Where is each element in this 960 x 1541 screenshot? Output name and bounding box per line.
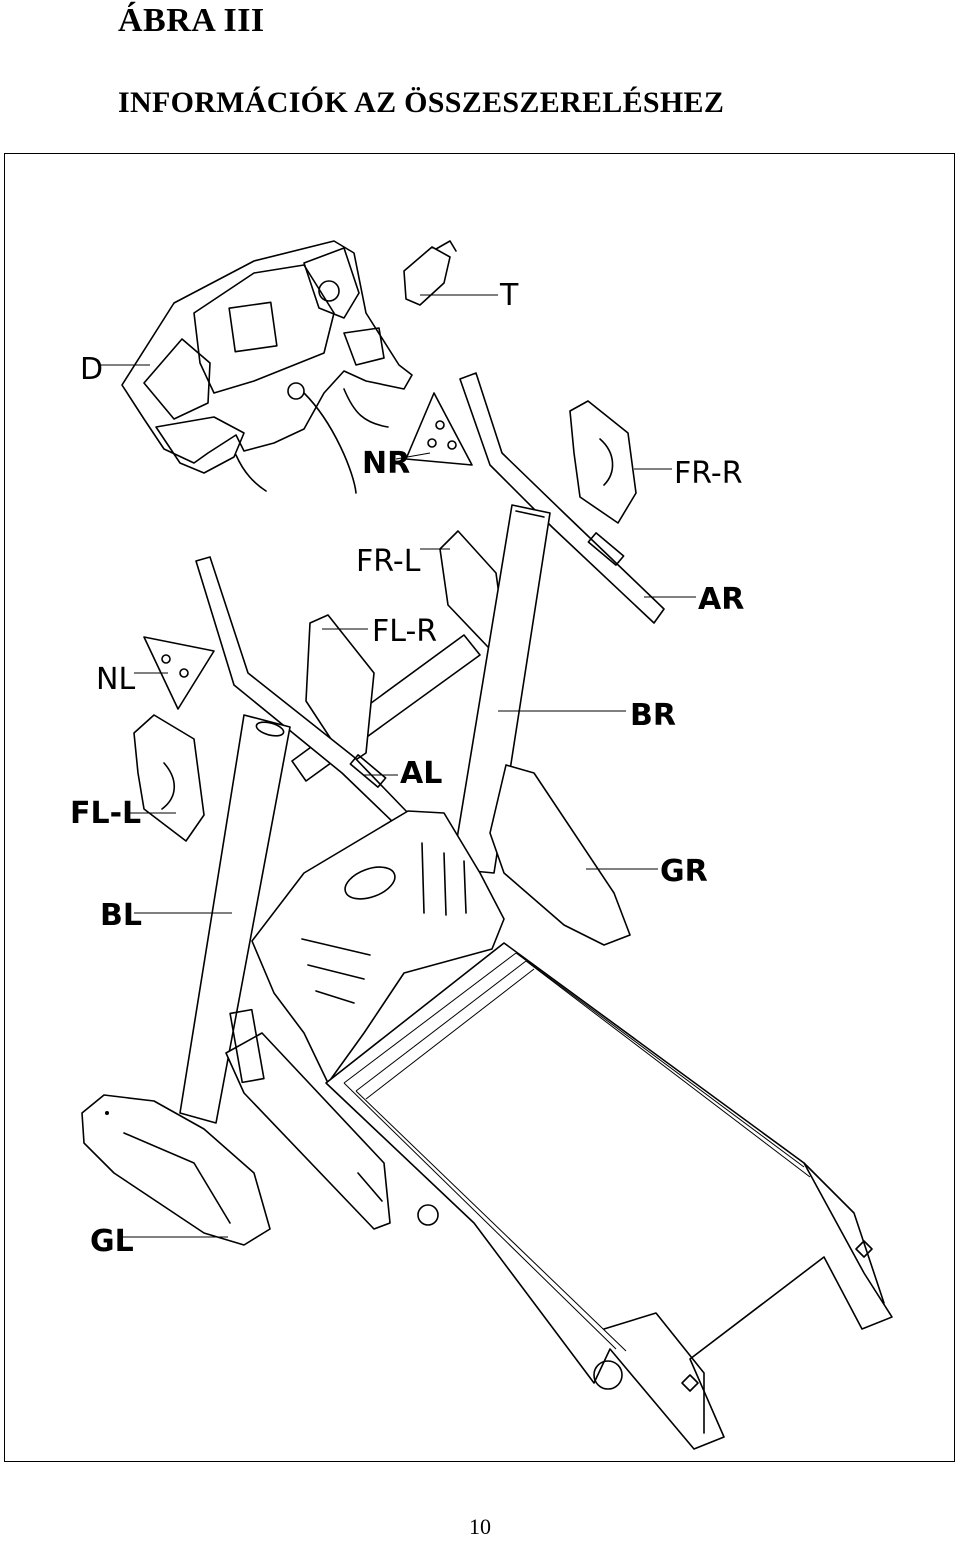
label-nl: NL — [96, 662, 135, 697]
label-nr: NR — [362, 446, 410, 481]
label-fl-l: FL-L — [70, 796, 141, 831]
cover-fr-r-part — [569, 400, 637, 524]
diagram-frame — [4, 153, 955, 1462]
plate-fl-r-part — [305, 614, 375, 766]
label-fr-l: FR-L — [356, 544, 421, 579]
page-title: ÁBRA III — [118, 2, 265, 39]
treadmill-assembly-diagram: T D NR FR-R FR-L AR FL-R NL BR AL FL-L G… — [70, 240, 893, 1450]
label-t: T — [499, 278, 519, 313]
label-d: D — [80, 352, 103, 387]
console-part — [121, 240, 413, 494]
label-br: BR — [630, 698, 676, 733]
label-fl-r: FL-R — [372, 614, 437, 649]
upright-bl-part — [179, 714, 291, 1124]
label-bl: BL — [100, 898, 142, 933]
guard-gr-part — [489, 764, 631, 946]
bracket-nr-part — [405, 392, 473, 466]
water-bottle-part — [403, 240, 457, 306]
label-al: AL — [400, 756, 442, 791]
page-subtitle: INFORMÁCIÓK AZ ÖSSZESZERELÉSHEZ — [118, 86, 725, 119]
motor-hood-part — [251, 810, 505, 1084]
cover-fl-l-part — [133, 714, 205, 842]
leader-lines — [100, 294, 696, 1238]
upright-br-part — [451, 504, 551, 874]
arm-al-part — [195, 556, 409, 826]
arm-ar-part — [459, 372, 665, 624]
label-gl: GL — [90, 1224, 134, 1259]
page-number: 10 — [469, 1514, 491, 1539]
label-fr-r: FR-R — [674, 456, 743, 491]
label-ar: AR — [698, 582, 744, 617]
label-gr: GR — [660, 854, 708, 889]
guard-gl-part — [81, 1094, 271, 1246]
lower-frame-part — [225, 1008, 439, 1230]
base-deck-part — [325, 942, 893, 1450]
